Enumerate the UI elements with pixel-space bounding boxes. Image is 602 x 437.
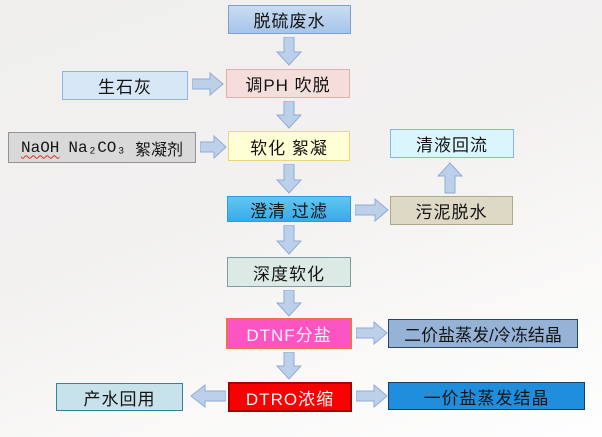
node-label: 生石灰 [98,78,152,97]
arrow-down-icon [276,225,302,255]
arrow-down-icon [276,101,302,129]
arrow-left-icon [190,384,226,408]
node-label: 澄清 过滤 [250,201,328,221]
node-reagents: NaOH Na₂CO₃ 絮凝剂 [8,132,196,163]
node-quicklime: 生石灰 [62,71,188,100]
node-clarification-filtration: 澄清 过滤 [227,196,351,222]
node-label: 一价盐蒸发结晶 [423,388,550,408]
node-dtnf-salt-separation: DTNF分盐 [226,318,352,349]
node-desulfurization-wastewater: 脱硫废水 [228,5,351,34]
arrow-down-icon [276,290,302,317]
node-label: 二价盐蒸发/冷冻结晶 [404,326,562,345]
node-label: 清液回流 [416,136,488,155]
node-product-water-reuse: 产水回用 [56,383,183,411]
node-label: 深度软化 [253,264,325,284]
reagent-naoh: NaOH [20,138,60,157]
node-divalent-salt-crystallization: 二价盐蒸发/冷冻结晶 [388,319,578,348]
arrow-right-icon [200,135,227,159]
node-sludge-dewatering: 污泥脱水 [390,196,513,225]
node-label: DTNF分盐 [246,326,332,345]
arrow-right-icon [356,321,388,345]
reagent-na2co3: Na₂CO₃ [68,138,126,157]
reagent-flocculant: 絮凝剂 [135,141,184,159]
arrow-right-icon [355,198,389,222]
node-label: 软化 絮凝 [250,138,328,158]
node-clear-liquid-reflux: 清液回流 [390,129,514,158]
arrow-up-icon [437,162,463,194]
node-dtro-concentration: DTRO浓缩 [228,382,352,412]
node-deep-softening: 深度软化 [227,257,351,287]
node-label: 调PH 吹脱 [245,76,331,95]
node-label: DTRO浓缩 [245,389,335,409]
arrow-down-icon [276,37,302,66]
arrow-right-icon [192,72,224,96]
node-label: 污泥脱水 [415,203,488,222]
node-monovalent-salt-crystallization: 一价盐蒸发结晶 [388,382,585,410]
node-softening-flocculation: 软化 絮凝 [228,131,350,161]
arrow-down-icon [276,164,302,194]
arrow-down-icon [276,352,302,380]
node-label: 产水回用 [83,389,156,409]
node-label: 脱硫废水 [253,12,326,31]
node-ph-adjust-stripping: 调PH 吹脱 [226,69,350,98]
arrow-right-icon [356,384,388,408]
